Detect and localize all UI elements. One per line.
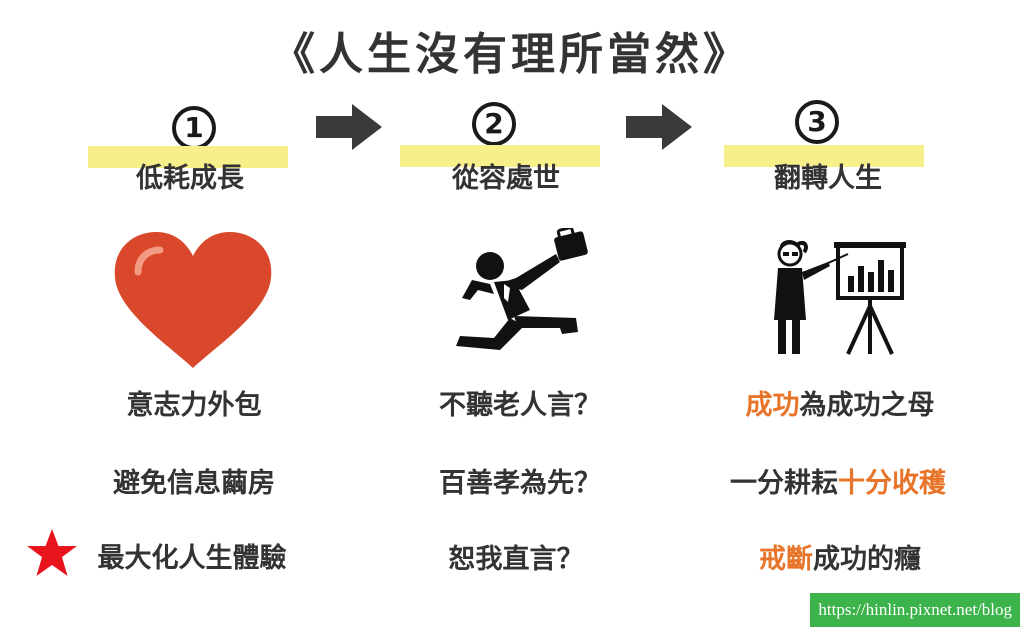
col1-item-1: 意志力外包 — [126, 390, 262, 421]
step-3-label: 翻轉人生 — [774, 163, 882, 194]
col3-item-2-highlight: 十分收穫 — [838, 468, 946, 499]
arrow-right-icon — [316, 104, 382, 150]
step-2-label: 從容處世 — [452, 163, 560, 194]
col1-item-2: 避免信息繭房 — [113, 468, 275, 499]
step-3-highlight — [724, 145, 924, 167]
col3-item-3-rest: 成功的癮 — [813, 544, 921, 575]
step-2-highlight — [400, 145, 600, 167]
step-1-highlight — [88, 146, 288, 168]
col1-item-3: 最大化人生體驗 — [97, 543, 287, 574]
page-title: 《人生沒有理所當然》 — [271, 29, 751, 80]
col3-item-1-rest: 為成功之母 — [799, 390, 935, 421]
col2-item-3: 恕我直言？ — [448, 544, 584, 575]
step-1-label: 低耗成長 — [136, 163, 244, 194]
col3-item-1: 成功為成功之母 — [680, 383, 1000, 422]
watermark-url[interactable]: https://hinlin.pixnet.net/blog — [810, 593, 1020, 627]
step-1-number: 1 — [172, 106, 216, 150]
col3-item-1-highlight: 成功 — [745, 390, 800, 421]
col2-item-2: 百善孝為先？ — [439, 468, 601, 499]
col2-item-1: 不聽老人言？ — [439, 390, 601, 421]
col3-item-3: 戒斷成功的癮 — [680, 537, 1000, 576]
col3-item-3-highlight: 戒斷 — [759, 544, 813, 575]
col3-item-2-start: 一分耕耘 — [730, 468, 838, 499]
running-businessman-icon — [456, 228, 588, 350]
col3-item-2: 一分耕耘十分收穫 — [678, 461, 998, 500]
step-2-number: 2 — [472, 102, 516, 146]
star-icon — [27, 529, 77, 576]
arrow-right-icon — [626, 104, 692, 150]
presenter-chart-icon — [774, 240, 906, 355]
heart-icon — [114, 232, 272, 368]
step-3-number: 3 — [795, 100, 839, 144]
